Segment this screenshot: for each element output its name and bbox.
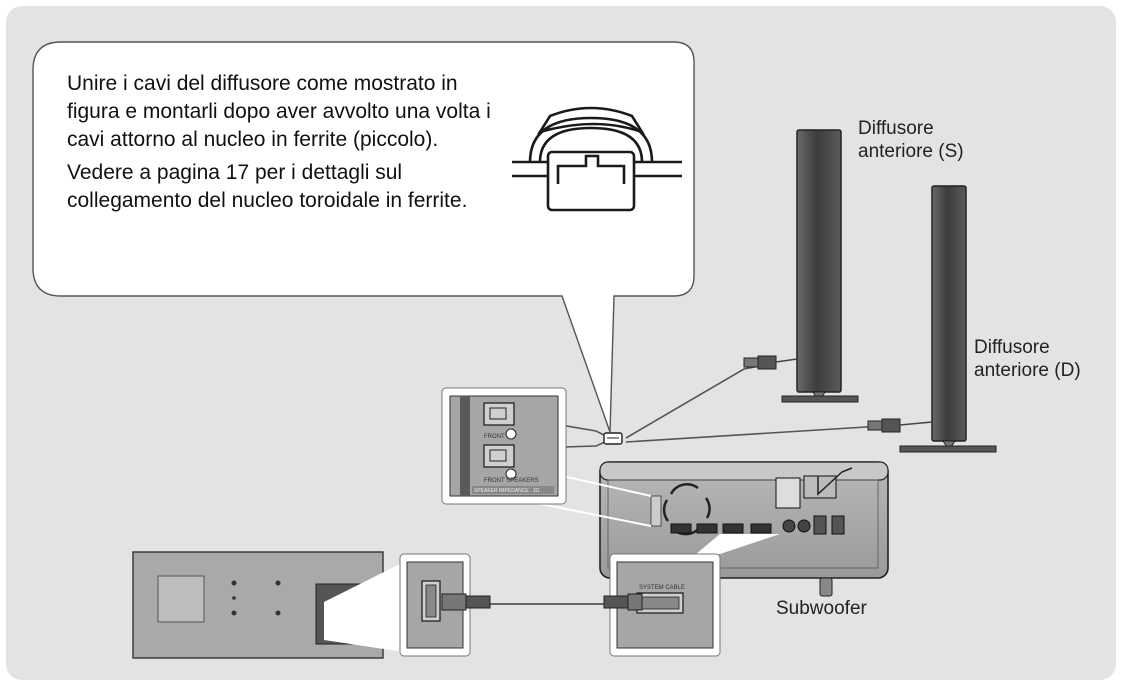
- ferrite-core: [603, 432, 623, 445]
- front-speakers-port-label: FRONT SPEAKERS: [484, 478, 539, 484]
- diagram-panel: FRONT FRONT SPEAKERS SPEAKER IMPEDANCE :…: [6, 6, 1116, 680]
- front-port-label: FRONT: [484, 434, 505, 440]
- subwoofer: [599, 461, 889, 597]
- front-left-speaker-label: Diffusore anteriore (S): [858, 118, 964, 162]
- front-right-speaker-label: Diffusore anteriore (D): [974, 337, 1081, 381]
- system-cable: [441, 593, 643, 611]
- callout-text: Unire i cavi del diffusore come mostrato…: [67, 70, 507, 215]
- impedance-label: SPEAKER IMPEDANCE : 3Ω: [474, 488, 540, 494]
- callout-bubble: [32, 41, 695, 433]
- front-right-speaker: [867, 185, 997, 453]
- system-cable-port-label: SYSTEM CABLE: [639, 585, 685, 591]
- callout: Unire i cavi del diffusore come mostrato…: [39, 48, 697, 314]
- ferrite-core-illustration: [512, 106, 682, 212]
- subwoofer-hdmi-ports: [670, 523, 772, 534]
- connection-diagram: FRONT FRONT SPEAKERS SPEAKER IMPEDANCE :…: [32, 41, 997, 659]
- subwoofer-label: Subwoofer: [776, 598, 867, 619]
- subwoofer-audio-ports: [775, 475, 845, 535]
- front-right-speaker-plug: [867, 418, 933, 433]
- front-left-speaker-plug: [743, 355, 798, 370]
- callout-paragraph-1: Unire i cavi del diffusore come mostrato…: [67, 72, 491, 151]
- speaker-terminal-inset: FRONT FRONT SPEAKERS SPEAKER IMPEDANCE :…: [441, 387, 652, 527]
- callout-paragraph-2: Vedere a pagina 17 per i dettagli sul co…: [67, 161, 468, 212]
- front-left-speaker: [743, 129, 859, 403]
